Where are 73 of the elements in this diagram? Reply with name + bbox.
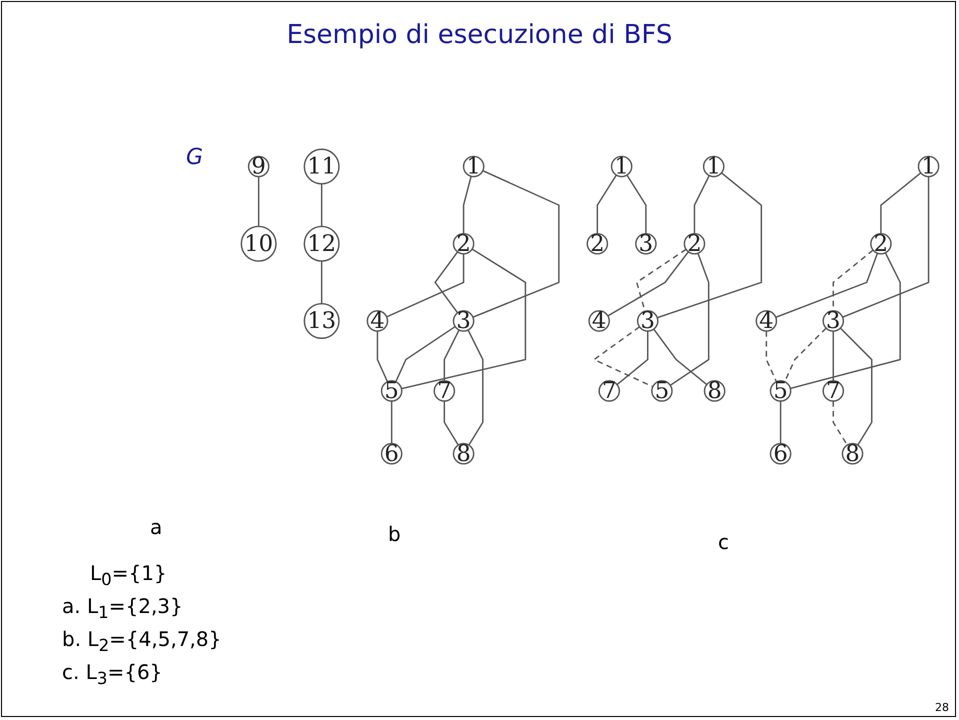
level-set: c. L$_{3}$={6} [62,659,164,690]
connector [376,331,388,382]
connector [444,330,460,381]
node-circle: 7 [434,380,456,402]
graph-label: G [186,145,204,170]
tree-label: a [150,515,162,539]
node-circle: 4 [756,310,778,332]
node-circle: 3 [822,310,844,332]
connector [434,251,458,314]
connector [840,328,872,446]
node-circle: 2 [452,232,474,255]
connector [401,248,526,390]
connector [258,176,260,226]
node-circle: 11 [304,148,340,185]
connector [766,331,778,382]
node-circle: 7 [598,380,620,402]
connector [390,401,392,444]
page-number: 28 [935,701,949,714]
node-circle: 3 [636,310,658,332]
connector [395,326,456,382]
node-circle: 3 [452,310,474,332]
connector [776,252,878,318]
connector [386,254,464,318]
level-set: L$_{0}$={1} [89,560,168,591]
node-circle: 2 [684,232,706,255]
tree-label: c [718,530,729,554]
node-circle: 1 [610,156,632,178]
node-circle: 6 [380,442,402,464]
level-set: b. L$_{2}$={4,5,7,8} [62,626,222,657]
connector [670,252,710,386]
connector [596,174,617,234]
node-circle: 3 [635,232,657,255]
node-circle: 4 [588,310,610,332]
connector [880,172,922,234]
node-circle: 7 [822,380,844,402]
connector [472,170,560,318]
node-circle: 9 [248,156,270,178]
connector [694,175,710,234]
node-circle: 10 [240,226,277,262]
node-circle: 2 [870,232,892,255]
tree-label: b [388,522,401,546]
connector [657,172,762,318]
connector [780,401,782,444]
node-circle: 4 [366,310,388,332]
node-circle: 5 [380,380,402,402]
connector [832,401,848,446]
node-circle: 8 [842,442,864,464]
connector [467,330,484,446]
connector [462,176,472,234]
connector [592,326,654,388]
connector [842,176,930,318]
connector [320,261,322,304]
node-circle: 8 [704,380,726,402]
node-circle: 13 [304,302,340,339]
connector [790,252,901,390]
connector [832,331,834,381]
node-circle: 5 [651,380,673,402]
node-circle: 2 [586,232,608,255]
connector [626,174,647,234]
node-circle: 1 [702,156,724,178]
connector [608,251,689,316]
node-circle: 6 [770,442,792,464]
title: Esempio di esecuzione di BFS [286,20,674,50]
connector [616,331,648,386]
connector [320,184,322,226]
node-circle: 5 [770,380,792,402]
connector [444,401,459,446]
level-set: a. L$_{1}$={2,3} [62,593,184,624]
connector [653,328,708,386]
node-circle: 12 [304,226,340,262]
node-circle: 1 [462,156,484,178]
node-circle: 8 [452,442,474,464]
node-circle: 1 [918,156,940,178]
